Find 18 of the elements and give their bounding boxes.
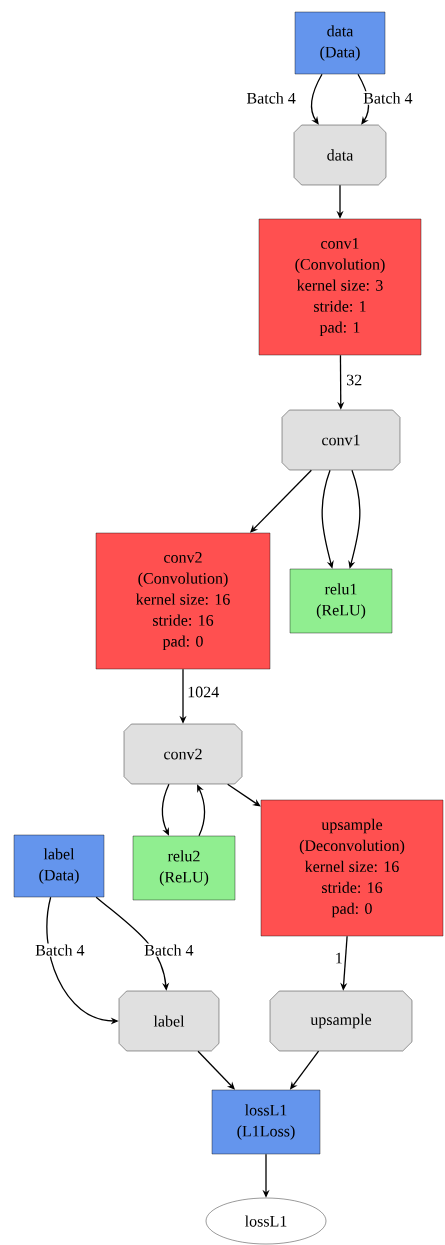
convolution-box: upsample (Deconvolution) kernel size: 16 stride: 16 pad: 0 <box>260 799 444 937</box>
data-layer-box: data (Data) <box>294 11 386 75</box>
data-layer-box: lossL1 (L1Loss) <box>211 1089 321 1155</box>
edge-label: 32 <box>346 374 362 386</box>
convolution-box: conv2 (Convolution) kernel size: 16 stride: 16 pad: 0 <box>95 532 271 670</box>
convolution-box: conv1 (Convolution) kernel size: 3 stride: 1 pad: 1 <box>258 218 422 356</box>
edge-label: 1 <box>336 952 342 964</box>
relu-box: relu1 (ReLU) <box>289 568 393 634</box>
edge-label: Batch 4 <box>246 92 296 104</box>
edge-label: 1024 <box>188 686 219 698</box>
arrow <box>357 73 370 125</box>
arrow <box>310 73 323 125</box>
data-layer-box: label (Data) <box>13 834 105 898</box>
relu-box: relu2 (ReLU) <box>132 835 236 901</box>
edge-label: Batch 4 <box>363 92 413 104</box>
edge-label: Batch 4 <box>144 944 194 956</box>
edge-label: Batch 4 <box>35 944 85 956</box>
arrow <box>227 783 261 807</box>
